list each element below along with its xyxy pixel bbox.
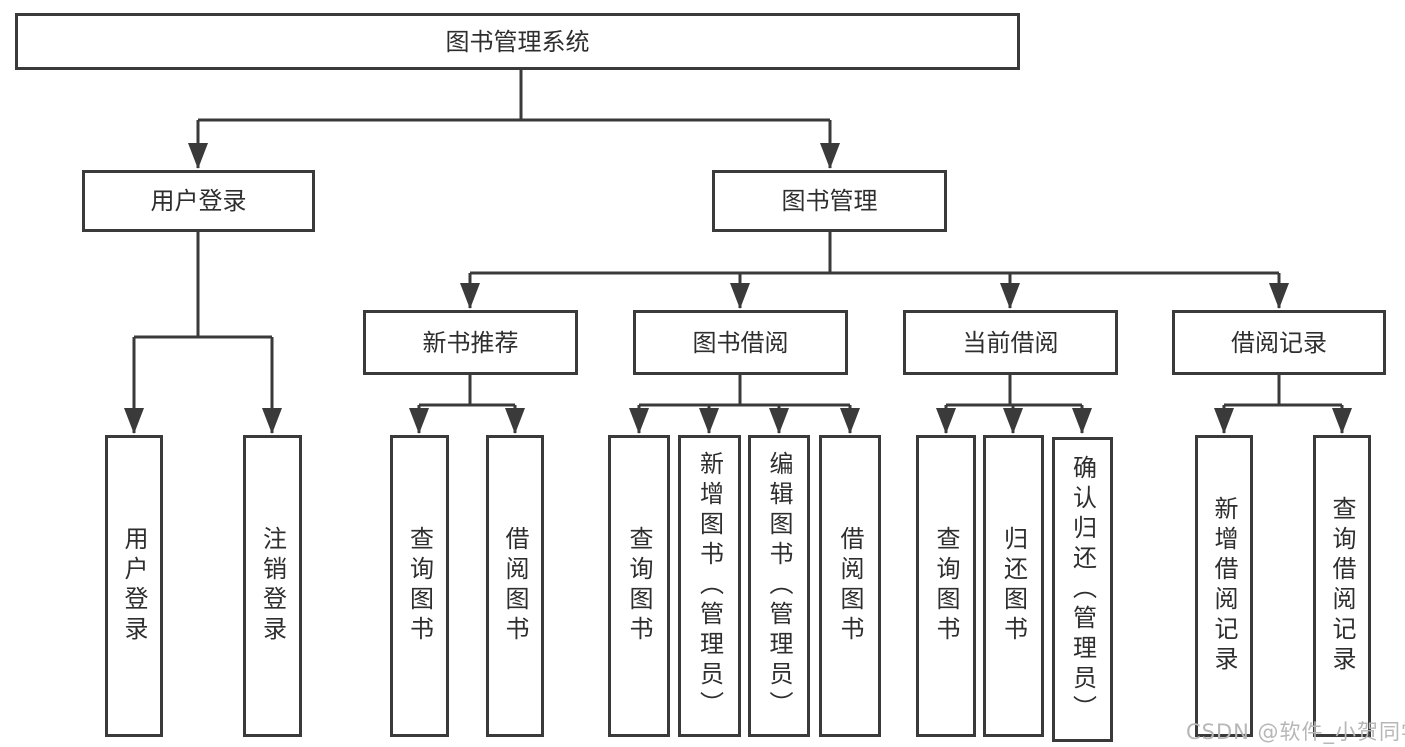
watermark-text: CSDN @软件_小贺同学: [1186, 720, 1405, 744]
leaf-add-borrow-record-label: 新增借阅记录: [1210, 496, 1238, 676]
leaf-edit-books-admin-label: 编辑图书（管理员）: [765, 451, 793, 721]
leaf-borrow-books-label: 借阅图书: [836, 526, 864, 646]
leaf-query-books-borrow: 查询图书: [608, 435, 670, 737]
leaf-user-login-label: 用户登录: [120, 526, 148, 646]
node-book-borrow: 图书借阅: [633, 310, 848, 375]
leaf-return-books-label: 归还图书: [999, 526, 1028, 646]
node-book-borrow-label: 图书借阅: [692, 328, 789, 357]
leaf-confirm-return-admin-label: 确认归还（管理员）: [1068, 454, 1097, 725]
node-new-book-recommend-label: 新书推荐: [422, 328, 519, 357]
leaf-query-books-current: 查询图书: [916, 435, 976, 737]
leaf-user-login: 用户登录: [105, 435, 163, 737]
leaf-query-books-recommend: 查询图书: [390, 435, 449, 737]
node-book-management: 图书管理: [712, 170, 947, 232]
leaf-return-books: 归还图书: [983, 435, 1044, 737]
leaf-edit-books-admin: 编辑图书（管理员）: [748, 435, 810, 737]
leaf-add-books-admin-label: 新增图书（管理员）: [695, 451, 724, 721]
leaf-confirm-return-admin: 确认归还（管理员）: [1052, 437, 1113, 742]
leaf-add-borrow-record: 新增借阅记录: [1195, 435, 1253, 737]
node-current-borrow-label: 当前借阅: [962, 328, 1059, 357]
leaf-borrow-books-recommend: 借阅图书: [486, 435, 544, 737]
node-book-management-label: 图书管理: [781, 187, 878, 215]
leaf-query-borrow-record-label: 查询借阅记录: [1328, 496, 1356, 676]
node-current-borrow: 当前借阅: [903, 310, 1118, 375]
leaf-query-books-borrow-label: 查询图书: [625, 526, 653, 646]
leaf-logout: 注销登录: [243, 435, 302, 737]
node-new-book-recommend: 新书推荐: [363, 310, 578, 375]
node-root-label: 图书管理系统: [445, 27, 590, 56]
leaf-query-books-recommend-label: 查询图书: [405, 526, 434, 646]
leaf-query-borrow-record: 查询借阅记录: [1313, 435, 1371, 737]
leaf-query-books-current-label: 查询图书: [932, 526, 960, 646]
node-borrow-record: 借阅记录: [1172, 310, 1386, 375]
node-user-login-label: 用户登录: [150, 187, 247, 215]
node-borrow-record-label: 借阅记录: [1231, 328, 1327, 357]
node-root: 图书管理系统: [15, 13, 1020, 70]
leaf-borrow-books-recommend-label: 借阅图书: [501, 526, 529, 646]
node-user-login: 用户登录: [82, 170, 315, 232]
leaf-add-books-admin: 新增图书（管理员）: [678, 435, 741, 737]
leaf-borrow-books: 借阅图书: [819, 435, 881, 737]
leaf-logout-label: 注销登录: [258, 526, 287, 646]
